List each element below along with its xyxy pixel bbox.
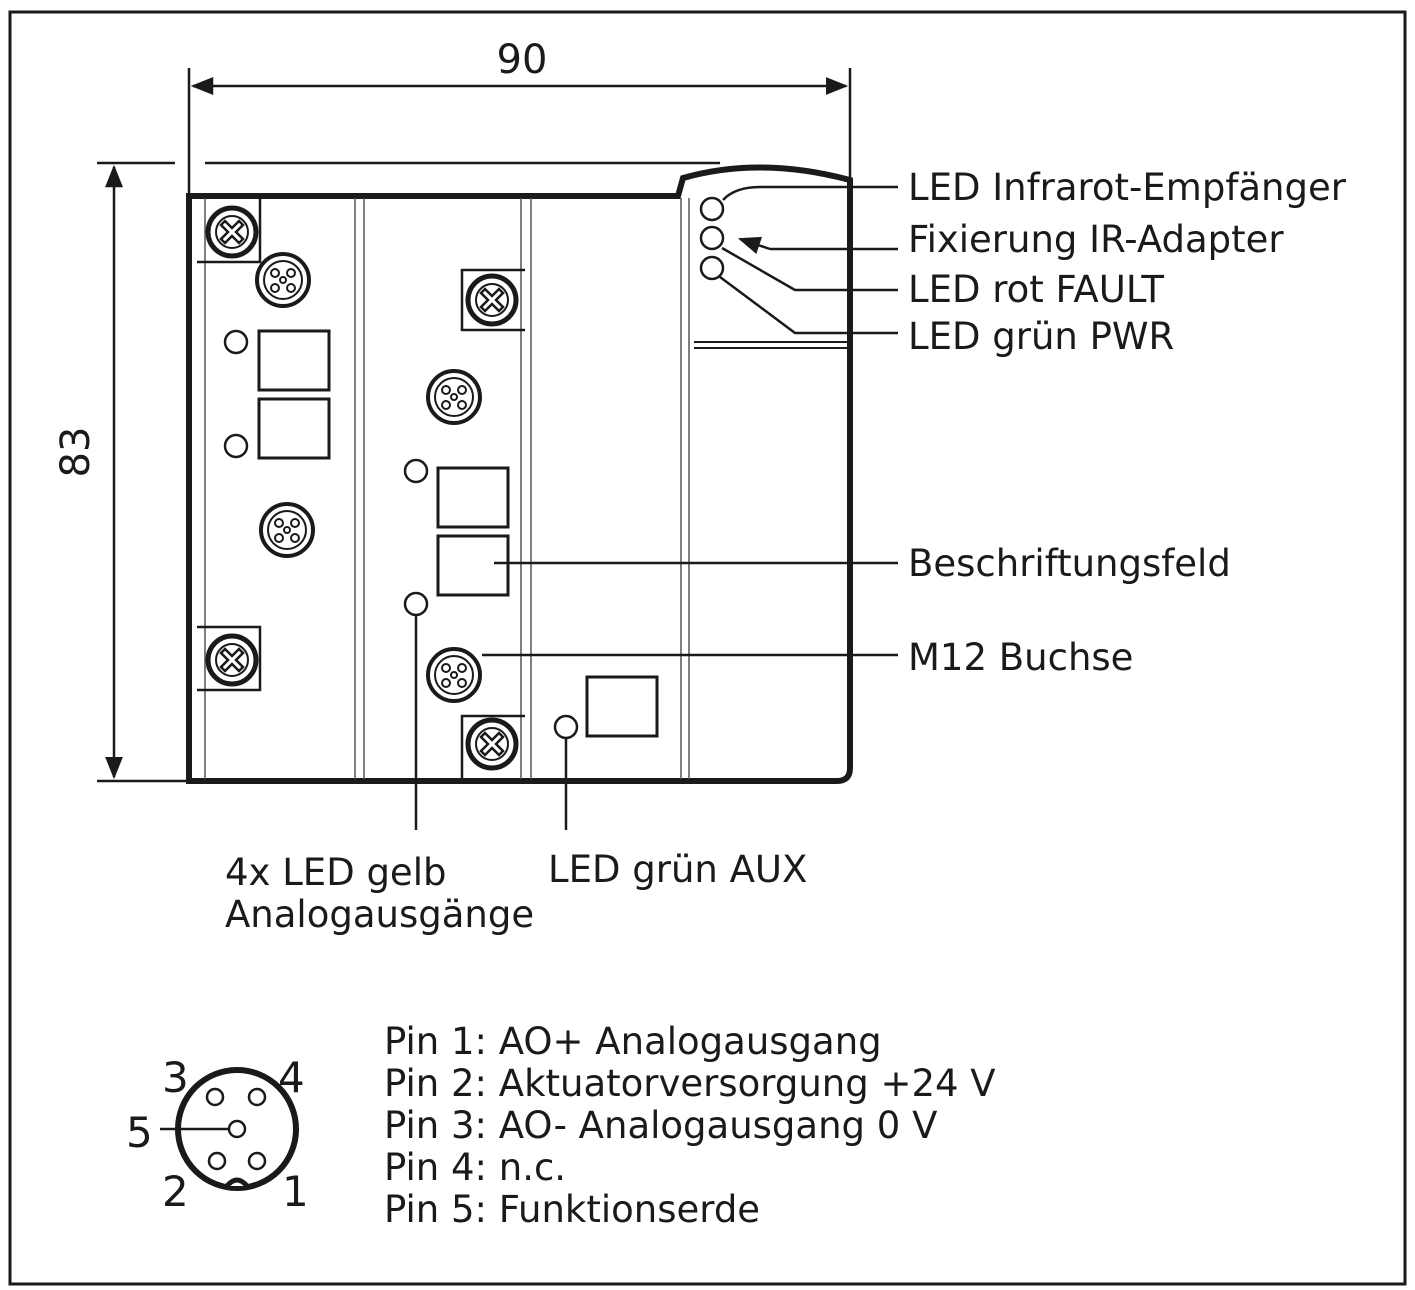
m12-socket-3 xyxy=(426,369,482,425)
pin-3 xyxy=(205,1087,225,1107)
figure-frame xyxy=(8,10,1407,1286)
label-field-5 xyxy=(585,675,659,738)
pin-number-3: 3 xyxy=(162,1053,189,1102)
m12-socket-4 xyxy=(426,647,482,703)
label-field-1 xyxy=(257,329,331,392)
screw-bottom-left xyxy=(208,636,256,684)
screw-top-mid xyxy=(468,276,516,324)
pin-number-1: 1 xyxy=(282,1167,309,1216)
leader-lines xyxy=(414,185,898,830)
m12-socket-2 xyxy=(259,502,315,558)
callout-m12-socket: M12 Buchse xyxy=(908,636,1133,679)
ir-adapter-fixation xyxy=(699,225,725,251)
height-dimension-label: 83 xyxy=(53,427,99,478)
pinout-line-3: Pin 3: AO- Analogausgang 0 V xyxy=(384,1104,937,1147)
width-dimension-label: 90 xyxy=(497,37,548,83)
callout-led-aux: LED grün AUX xyxy=(548,848,807,891)
led-red-fault xyxy=(699,255,725,281)
label-field-4 xyxy=(436,534,510,597)
callout-ir-adapter-fixation: Fixierung IR-Adapter xyxy=(908,218,1284,261)
callout-led-yellow-line1: 4x LED gelb xyxy=(225,851,446,894)
callout-led-ir-receiver: LED Infrarot-Empfänger xyxy=(908,166,1347,209)
pin-1 xyxy=(247,1151,267,1171)
pin-2 xyxy=(207,1151,227,1171)
pinout-line-4: Pin 4: n.c. xyxy=(384,1146,566,1189)
m12-socket-1 xyxy=(255,252,311,308)
pin-number-5: 5 xyxy=(126,1108,153,1157)
pinout-line-2: Pin 2: Aktuatorversorgung +24 V xyxy=(384,1062,996,1105)
screw-top-left xyxy=(208,208,256,256)
pin-5 xyxy=(227,1119,247,1139)
led-ir-receiver xyxy=(699,196,725,222)
callout-label-field: Beschriftungsfeld xyxy=(908,542,1231,585)
label-field-3 xyxy=(436,466,510,529)
pin-number-4: 4 xyxy=(278,1053,305,1102)
pinout-line-5: Pin 5: Funktionserde xyxy=(384,1188,760,1231)
device-body xyxy=(186,161,853,784)
height-dimension: 83 xyxy=(53,161,189,783)
width-dimension: 90 xyxy=(187,37,852,196)
led-yellow-2 xyxy=(223,433,249,459)
callout-led-yellow-line2: Analogausgänge xyxy=(225,893,534,936)
led-yellow-4 xyxy=(403,591,429,617)
callout-led-pwr: LED grün PWR xyxy=(908,315,1174,358)
screw-bottom-mid xyxy=(468,720,516,768)
led-yellow-1 xyxy=(223,329,249,355)
led-yellow-3 xyxy=(403,458,429,484)
led-green-aux xyxy=(553,714,579,740)
label-field-2 xyxy=(257,397,331,460)
pin-4 xyxy=(247,1087,267,1107)
m12-pinout-face xyxy=(160,1067,299,1191)
callout-led-fault: LED rot FAULT xyxy=(908,268,1164,311)
pinout-line-1: Pin 1: AO+ Analogausgang xyxy=(384,1020,882,1063)
pin-number-2: 2 xyxy=(162,1167,189,1216)
